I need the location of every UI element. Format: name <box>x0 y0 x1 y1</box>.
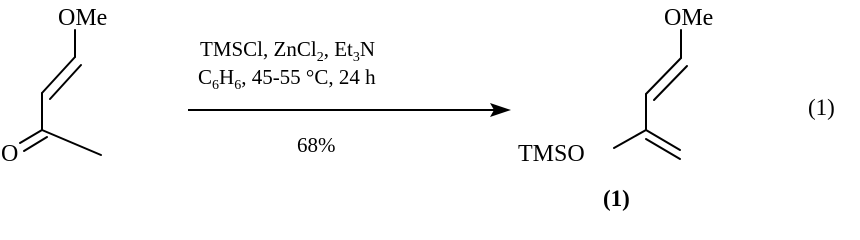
reactant-ome-label: OMe <box>58 5 107 31</box>
bond-c1-c2-double <box>653 65 688 101</box>
bond-c3-c4-double-b <box>645 138 681 160</box>
bond-c3-c4-double-a <box>645 129 681 151</box>
bond-c2-o-double <box>23 136 48 152</box>
reaction-scheme: OMe O TMSCl, ZnCl2, Et3N C6H6, 45-55 °C,… <box>1 5 835 211</box>
reactant-oxygen-label: O <box>1 141 18 167</box>
product-tmso-label: TMSO <box>518 141 585 167</box>
reaction-conditions: TMSCl, ZnCl2, Et3N C6H6, 45-55 °C, 24 h … <box>188 37 511 157</box>
bond-c2-ch3 <box>41 129 102 156</box>
reagents-text: TMSCl, ZnCl2, Et3N <box>200 37 375 65</box>
product-ome-label: OMe <box>664 5 713 31</box>
solvent-temperature-time-text: C6H6, 45-55 °C, 24 h <box>198 65 376 93</box>
reactant-structure: OMe O <box>1 5 107 167</box>
bond-c4-c3 <box>41 56 76 94</box>
bond-c1-c2 <box>645 57 682 95</box>
bond-c2-o <box>19 129 43 144</box>
bond-c3-o <box>613 129 647 149</box>
product-structure: OMe TMSO (1) <box>518 5 713 211</box>
equation-number: (1) <box>808 95 835 120</box>
compound-number-label: (1) <box>603 186 630 211</box>
reaction-arrow-head <box>490 103 511 117</box>
bond-c4-c3-double <box>49 64 82 100</box>
yield-text: 68% <box>297 133 336 157</box>
